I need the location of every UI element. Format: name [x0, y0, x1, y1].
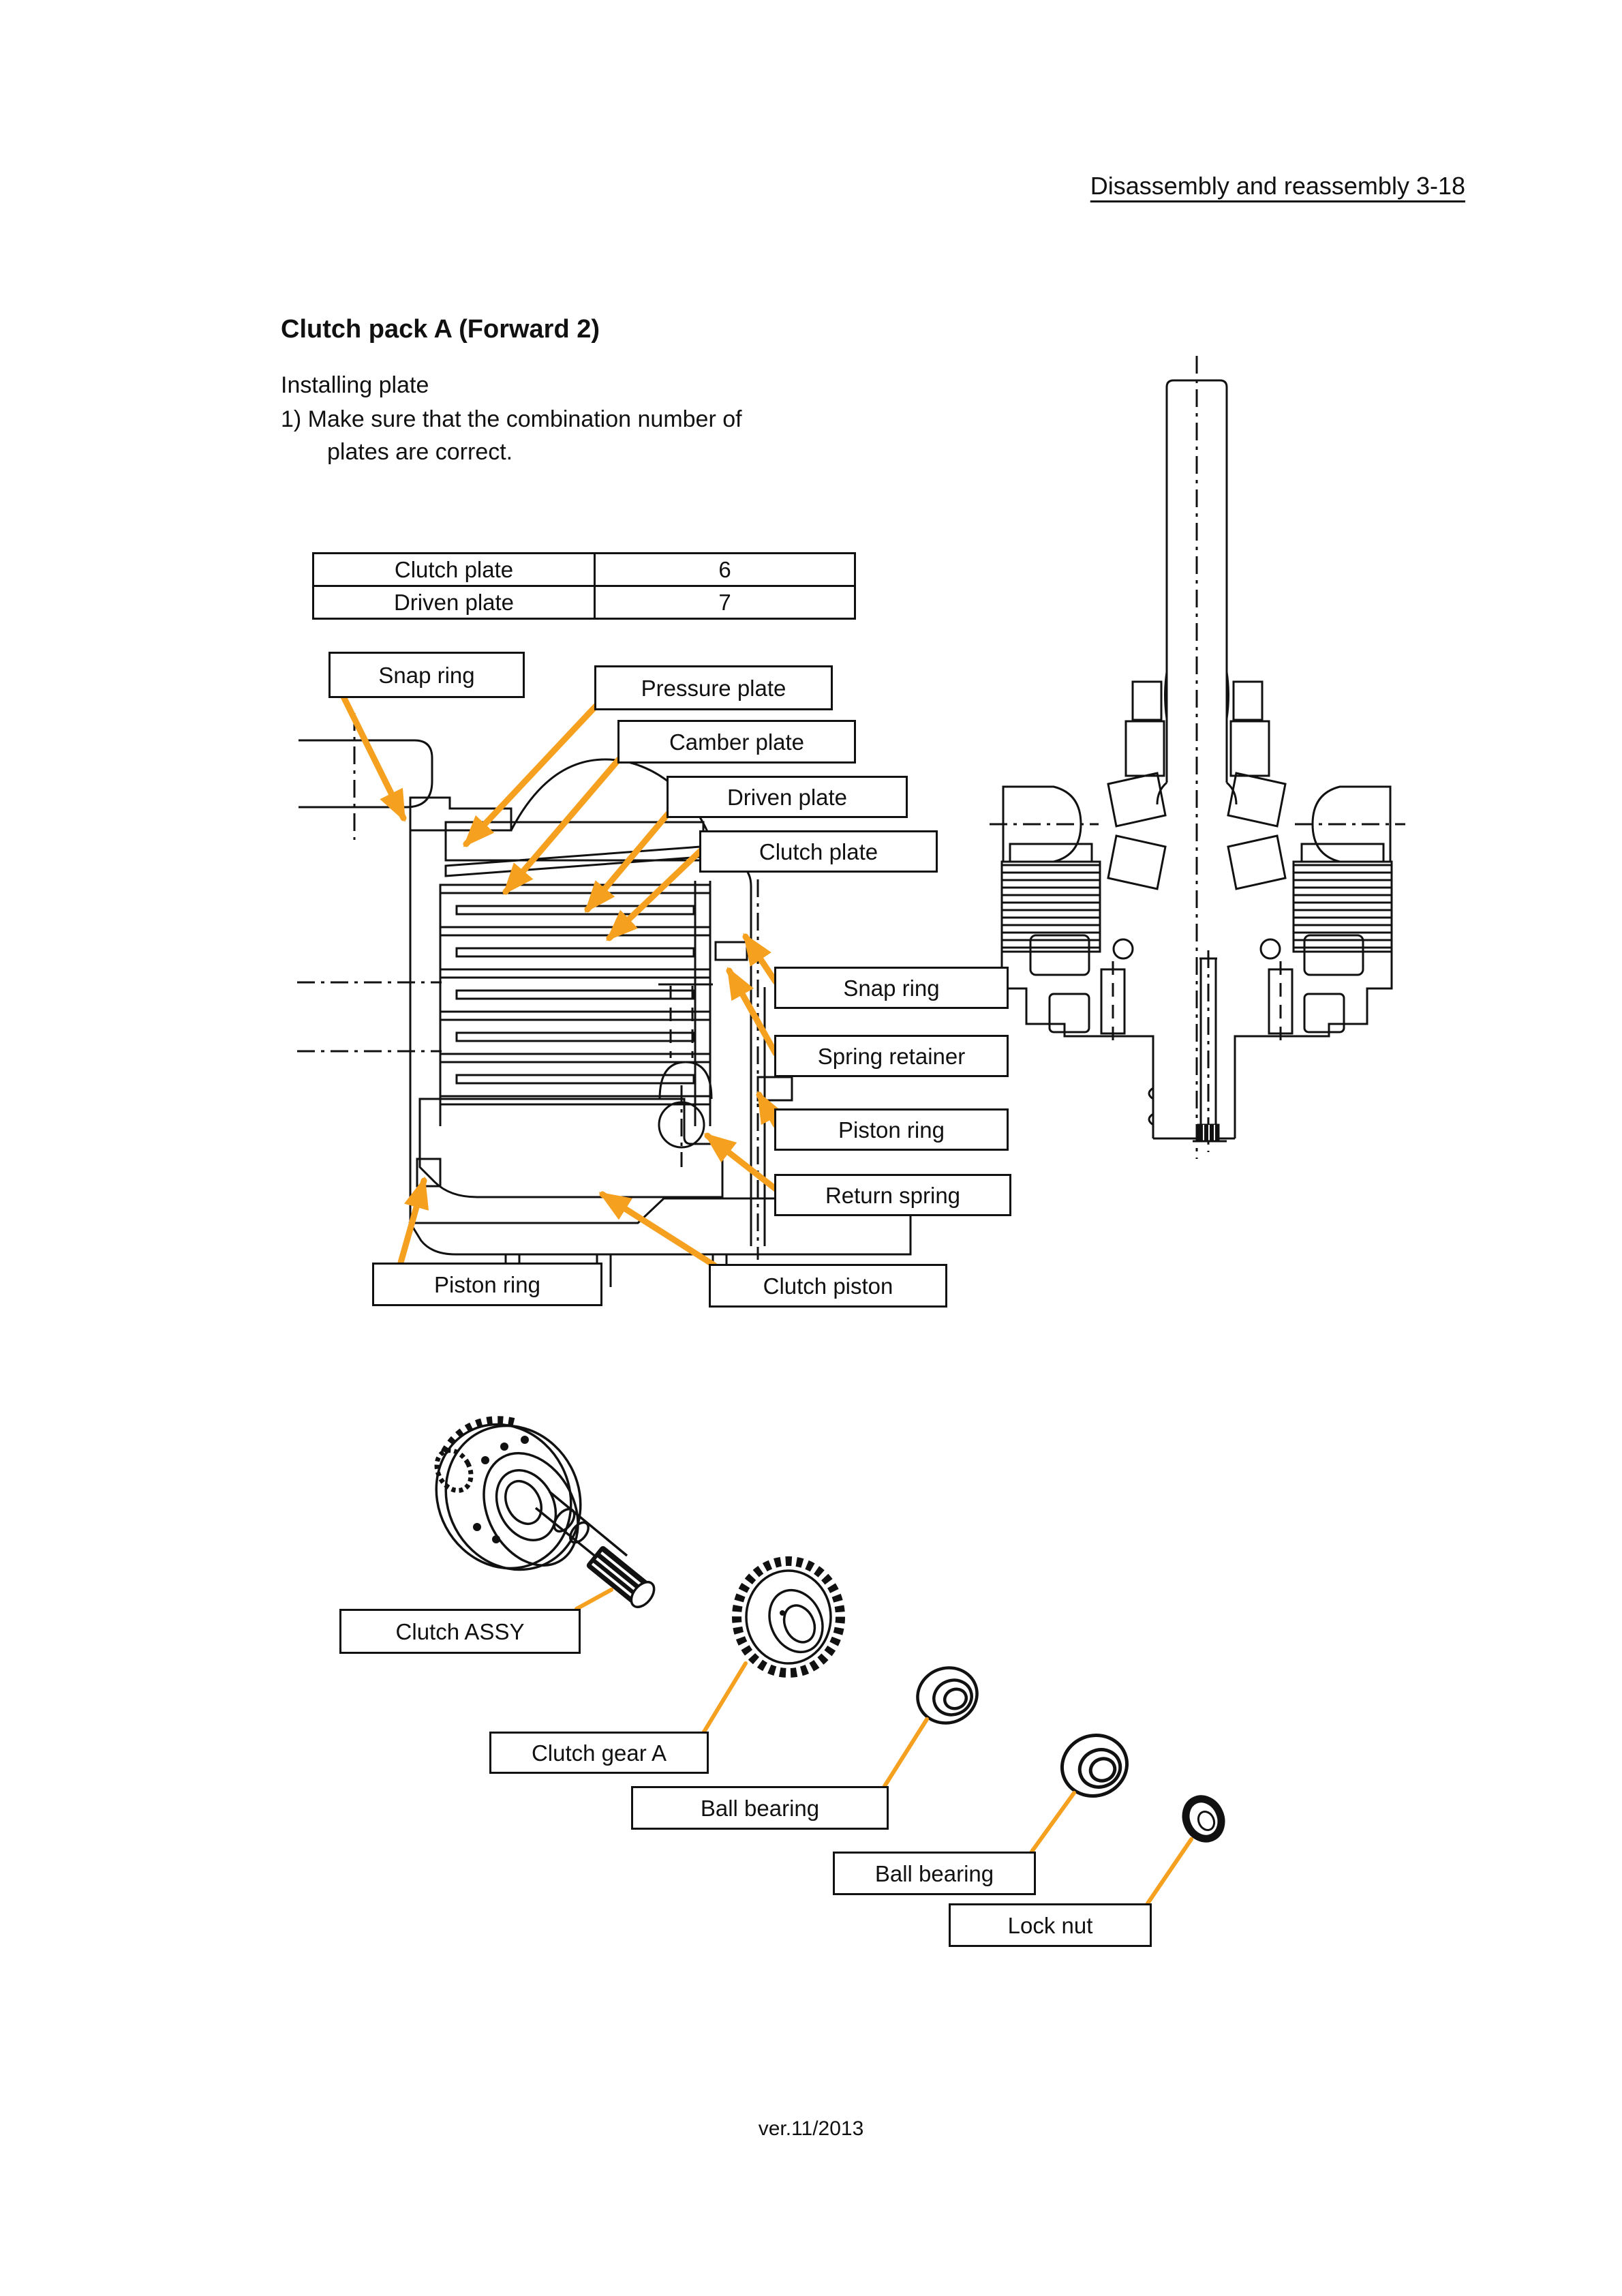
arrow-snap-ring-2 — [742, 933, 779, 985]
leader-ball-bearing-1 — [883, 1717, 929, 1788]
page-header: Disassembly and reassembly 3-18 — [1090, 172, 1465, 200]
callout-camber-plate: Camber plate — [617, 720, 856, 764]
arrow-clutch-piston — [598, 1191, 718, 1269]
callout-pressure-plate: Pressure plate — [594, 665, 833, 710]
callout-piston-ring-1: Piston ring — [774, 1108, 1009, 1151]
arrow-piston-ring-2 — [397, 1176, 429, 1266]
lock-nut-part — [1182, 1795, 1225, 1843]
callout-clutch-assy: Clutch ASSY — [339, 1609, 581, 1654]
step-line-1: 1) Make sure that the combination number… — [281, 406, 742, 432]
callout-spring-retainer: Spring retainer — [774, 1035, 1009, 1077]
leader-lock-nut — [1146, 1837, 1193, 1905]
callout-driven-plate: Driven plate — [667, 776, 908, 818]
callout-snap-ring-1: Snap ring — [328, 652, 525, 698]
plate-count-table: Clutch plate 6 Driven plate 7 — [312, 552, 856, 620]
table-cell-label: Driven plate — [314, 587, 596, 618]
table-cell-value: 6 — [718, 556, 731, 582]
arrow-piston-ring-1 — [756, 1091, 784, 1128]
page-title: Clutch pack A (Forward 2) — [281, 315, 600, 344]
arrow-pressure-plate — [463, 703, 599, 847]
callout-piston-ring-2: Piston ring — [372, 1263, 602, 1306]
callout-ball-bearing-1: Ball bearing — [631, 1786, 889, 1830]
leader-clutch-assy — [575, 1588, 613, 1611]
callout-lock-nut: Lock nut — [949, 1903, 1152, 1947]
table-cell-label: Clutch plate — [314, 554, 596, 585]
shaft-assembly-diagram — [990, 356, 1405, 1159]
section-subtitle: Installing plate — [281, 372, 429, 398]
leader-ball-bearing-2 — [1030, 1791, 1076, 1854]
callout-snap-ring-2: Snap ring — [774, 967, 1009, 1009]
callout-return-spring: Return spring — [774, 1174, 1011, 1216]
table-row: Driven plate 7 — [314, 587, 854, 618]
callout-clutch-gear-a: Clutch gear A — [489, 1732, 709, 1774]
leader-clutch-gear-a — [701, 1661, 748, 1735]
arrow-camber-plate — [502, 756, 622, 895]
callout-clutch-plate: Clutch plate — [699, 830, 938, 873]
ball-bearing-2-part — [1060, 1734, 1129, 1798]
clutch-assy-part — [434, 1416, 656, 1609]
table-row: Clutch plate 6 — [314, 554, 854, 587]
arrow-clutch-plate — [606, 847, 704, 941]
callout-clutch-piston: Clutch piston — [709, 1264, 947, 1308]
leader-lines — [575, 1588, 1193, 1905]
clutch-gear-a-part — [732, 1556, 845, 1678]
arrow-snap-ring-1 — [339, 691, 407, 822]
exploded-parts-diagram — [434, 1416, 1225, 1843]
arrow-spring-retainer — [726, 967, 779, 1057]
callout-arrows — [339, 691, 784, 1269]
table-cell-value: 7 — [718, 589, 731, 615]
ball-bearing-1-part — [916, 1666, 979, 1725]
step-line-2: plates are correct. — [327, 439, 513, 465]
arrow-driven-plate — [584, 811, 671, 913]
callout-ball-bearing-2: Ball bearing — [833, 1852, 1036, 1895]
arrow-return-spring — [703, 1132, 779, 1192]
page-footer: ver.11/2013 — [758, 2117, 864, 2140]
